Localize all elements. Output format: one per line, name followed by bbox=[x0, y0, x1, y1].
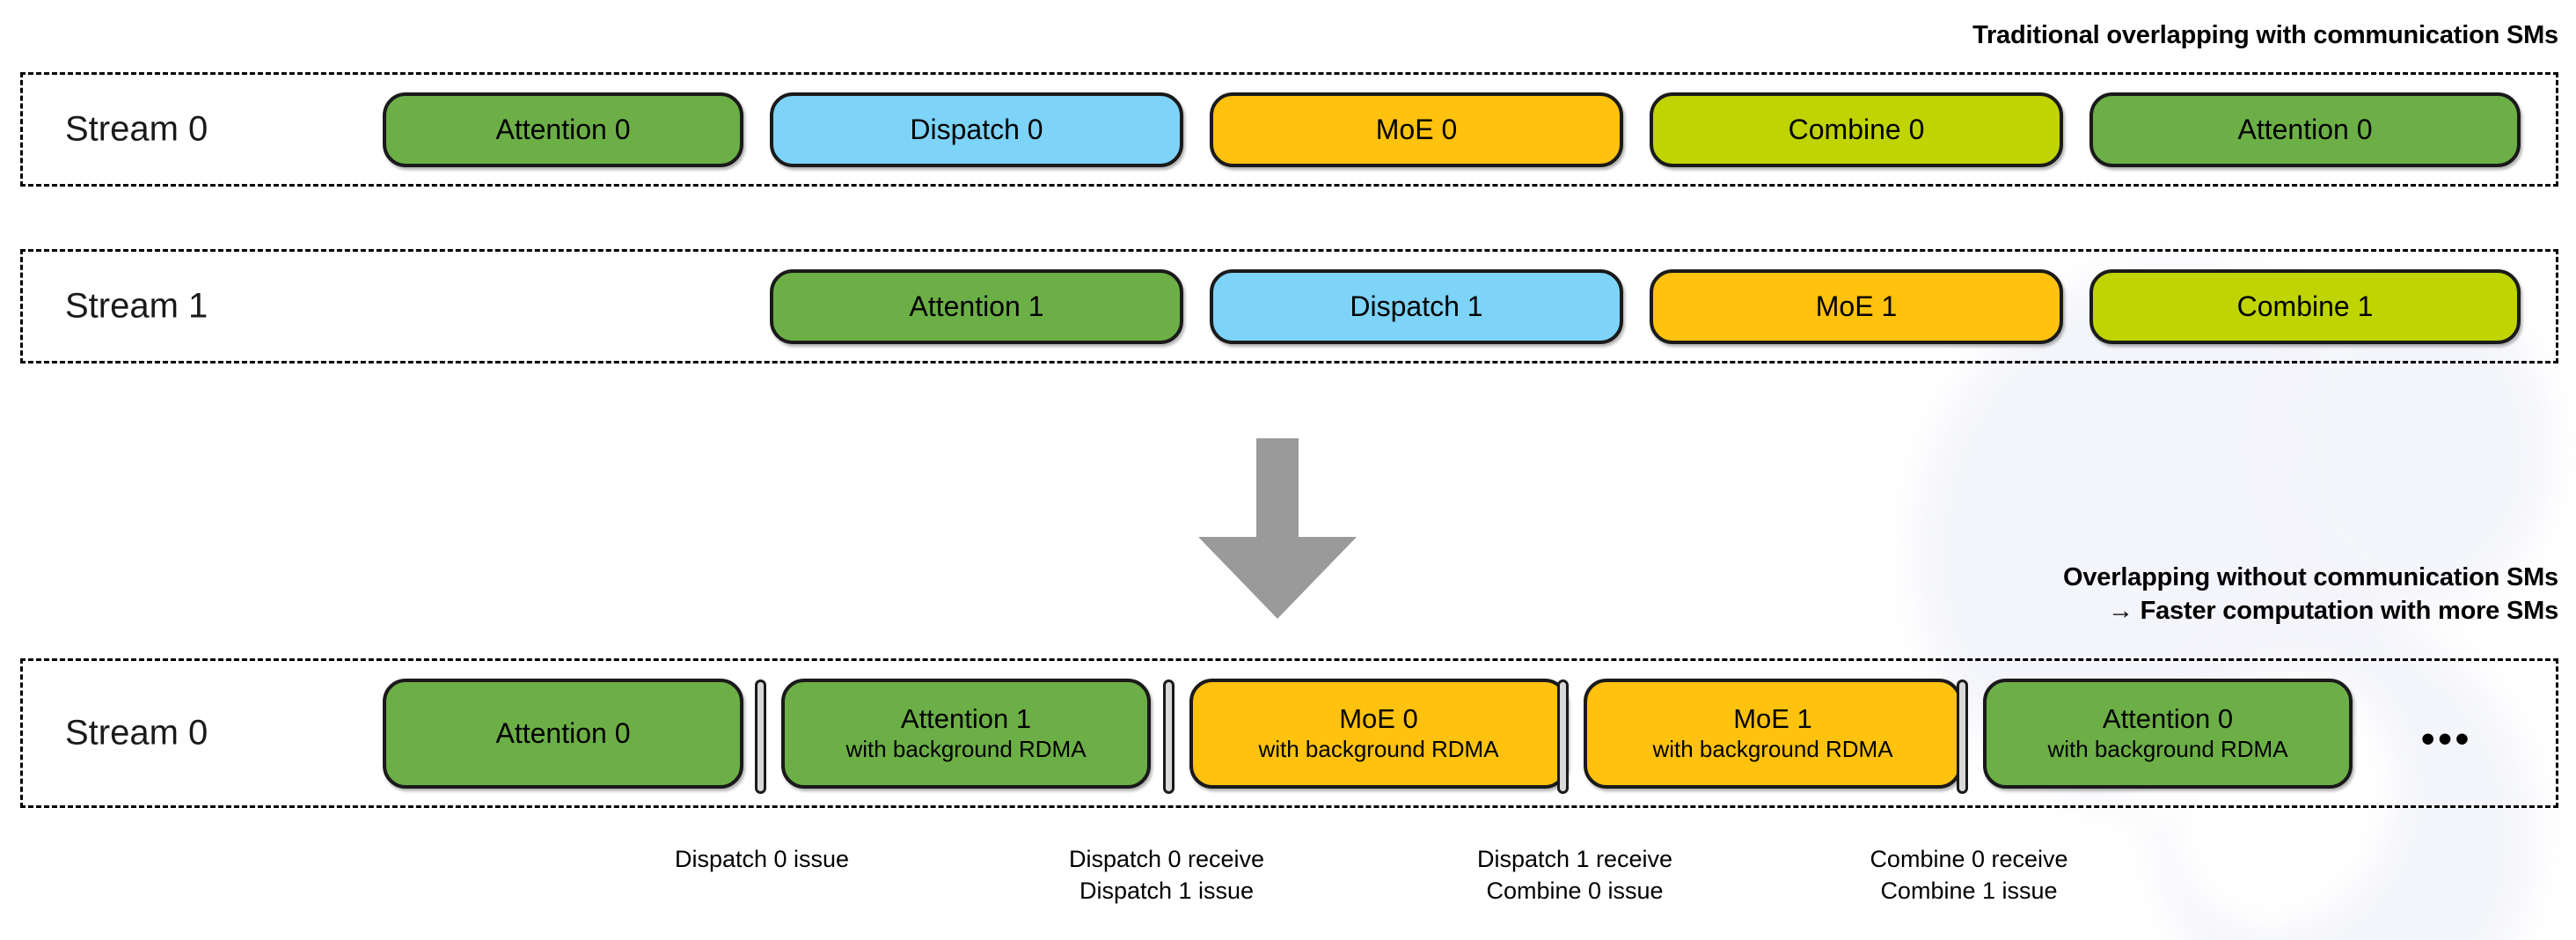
task-box: Attention 1 bbox=[770, 269, 1183, 344]
task-box-subtitle: with background RDMA bbox=[845, 735, 1087, 762]
stream-label: Stream 0 bbox=[65, 109, 209, 149]
task-box-title: Combine 0 bbox=[1788, 113, 1925, 145]
task-box: Dispatch 1 bbox=[1210, 269, 1623, 344]
traditional-stream-0-row: Stream 0 bbox=[20, 72, 2558, 187]
box-separator-bar bbox=[755, 679, 766, 794]
task-box: Attention 0 bbox=[2089, 92, 2521, 167]
task-box: Attention 0 bbox=[383, 92, 743, 167]
task-box-title: MoE 1 bbox=[1815, 290, 1898, 322]
transition-down-arrow-icon bbox=[1198, 438, 1357, 619]
event-caption: Dispatch 0 issue bbox=[674, 846, 850, 872]
task-box-title: Attention 0 bbox=[495, 716, 631, 749]
traditional-section-title: Traditional overlapping with communicati… bbox=[1972, 21, 2558, 49]
event-caption: Combine 0 receive Combine 1 issue bbox=[1870, 846, 2068, 905]
task-box: MoE 1 bbox=[1650, 269, 2063, 344]
stream-label: Stream 0 bbox=[65, 713, 209, 753]
box-separator-bar bbox=[1957, 679, 1968, 794]
task-box-title: Attention 0 bbox=[2102, 703, 2234, 735]
task-box-title: Dispatch 0 bbox=[910, 113, 1043, 145]
task-box: Dispatch 0 bbox=[770, 92, 1183, 167]
task-box: Combine 1 bbox=[2089, 269, 2521, 344]
task-box-subtitle: with background RDMA bbox=[1258, 735, 1499, 762]
task-box-title: MoE 0 bbox=[1339, 703, 1418, 735]
stream-label: Stream 1 bbox=[65, 286, 209, 326]
task-box-title: Attention 1 bbox=[900, 703, 1032, 735]
task-box: Attention 0 bbox=[383, 679, 743, 789]
task-box-title: Attention 0 bbox=[495, 113, 631, 145]
box-separator-bar bbox=[1557, 679, 1569, 794]
task-box-title: MoE 1 bbox=[1733, 703, 1812, 735]
task-box-title: Attention 0 bbox=[2237, 113, 2373, 145]
optimized-stream-0-row: Stream 0 bbox=[20, 658, 2558, 808]
task-box-title: Dispatch 1 bbox=[1350, 290, 1483, 322]
optimized-section-title: Overlapping without communication SMs → … bbox=[2063, 563, 2558, 625]
box-separator-bar bbox=[1163, 679, 1175, 794]
task-box: Combine 0 bbox=[1650, 92, 2063, 167]
continuation-ellipsis: ••• bbox=[2421, 717, 2473, 760]
event-caption: Dispatch 1 receive Combine 0 issue bbox=[1476, 846, 1673, 905]
task-box-title: MoE 0 bbox=[1375, 113, 1458, 145]
task-box-title: Combine 1 bbox=[2236, 290, 2374, 322]
event-caption: Dispatch 0 receive Dispatch 1 issue bbox=[1068, 846, 1265, 905]
task-box-subtitle: with background RDMA bbox=[2047, 735, 2288, 762]
task-box-subtitle: with background RDMA bbox=[1652, 735, 1893, 762]
traditional-stream-1-row: Stream 1 bbox=[20, 249, 2558, 364]
task-box: MoE 0 bbox=[1210, 92, 1623, 167]
task-box-title: Attention 1 bbox=[909, 290, 1044, 322]
